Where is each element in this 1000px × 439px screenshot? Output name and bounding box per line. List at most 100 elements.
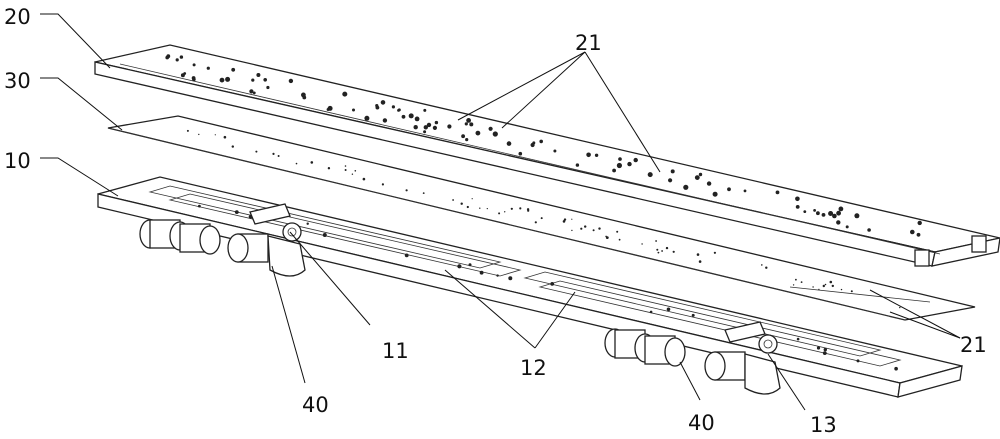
mounting-hole [465,122,468,125]
mounting-hole [836,220,840,224]
mounting-hole [618,157,622,161]
mounting-hole [176,58,179,61]
mounting-hole [382,183,384,185]
label-13: 13 [810,413,837,437]
mounting-hole [668,178,672,182]
mounting-hole [667,308,671,312]
mounting-hole [423,109,426,112]
label-30: 30 [4,69,31,93]
mounting-hole [345,169,347,171]
mounting-hole [225,77,230,82]
mounting-hole [266,86,269,89]
mounting-hole [867,228,871,232]
mounting-hole [580,228,582,230]
mounting-hole [699,173,702,176]
mounting-hole [193,63,196,66]
mounting-hole [816,211,820,215]
mounting-hole [830,281,833,284]
mounting-hole [192,76,196,80]
mounting-hole [493,131,498,136]
mounting-hole [612,169,616,173]
label-21-top: 21 [575,31,602,55]
mounting-hole [841,289,842,290]
mounting-hole [553,150,556,153]
mounting-hole [899,307,900,308]
mounting-hole [375,104,378,107]
mounting-hole [364,116,369,121]
mounting-hole [571,230,572,231]
mounting-hole [666,247,668,249]
mounting-hole [692,314,695,317]
mounting-hole [272,153,274,155]
mounting-hole [487,208,488,209]
mounting-hole [433,126,437,130]
mounting-hole [617,163,622,168]
mounting-hole [832,285,834,287]
mounting-hole [917,233,921,237]
mounting-hole [797,338,800,341]
mounting-hole [699,260,702,263]
mounting-hole [910,230,915,235]
mounting-hole [776,191,780,195]
mounting-hole [507,141,512,146]
mounting-hole [476,131,481,136]
label-40-right: 40 [688,411,715,435]
mounting-hole [765,267,767,269]
mounting-hole [220,78,225,83]
mounting-hole [825,284,827,286]
mounting-hole [854,213,859,218]
mounting-hole [232,145,234,147]
mounting-hole [598,227,600,229]
label-40-left: 40 [302,393,329,417]
mounting-hole [857,359,860,362]
mounting-hole [818,289,819,290]
mounting-hole [796,205,800,209]
mounting-hole [263,78,267,82]
mounting-hole [851,290,853,292]
mounting-hole [894,367,898,371]
mounting-hole [383,118,387,122]
mounting-hole [619,239,621,241]
mounting-hole [392,105,395,108]
mounting-hole [381,100,386,105]
mounting-hole [656,249,658,251]
mounting-hole [435,121,438,124]
mounting-hole [352,109,355,112]
mounting-hole [215,134,216,135]
mounting-hole [180,55,183,58]
mounting-hole [457,264,461,268]
mounting-hole [511,208,513,210]
mounting-hole [235,210,239,214]
mounting-hole [472,198,473,199]
mounting-hole [307,223,309,225]
mounting-hole [531,143,535,147]
mounting-hole [606,236,609,239]
mounting-hole [707,181,711,185]
mounting-hole [655,240,657,242]
mounting-hole [761,264,763,266]
mounting-hole [683,185,688,190]
mounting-hole [586,153,591,158]
mounting-hole [508,276,512,280]
mounting-hole [793,284,794,285]
mounting-hole [423,130,426,133]
mounting-hole [352,174,353,175]
mounting-hole [165,56,169,60]
mounting-hole [327,108,330,111]
mounting-hole [595,154,598,157]
mounting-hole [423,192,425,194]
label-21-right: 21 [960,333,987,357]
mounting-hole [593,229,595,231]
mounting-hole [469,122,473,126]
mounting-hole [496,274,498,276]
mounting-hole [539,140,543,144]
mounting-hole [447,124,451,128]
mounting-hole [713,192,718,197]
mounting-hole [519,207,521,209]
mounting-hole [641,243,642,244]
mounting-hole [795,197,800,202]
mounting-hole [231,68,235,72]
mounting-hole [181,73,185,77]
mounting-hole [328,167,330,169]
mounting-hole [198,205,201,208]
